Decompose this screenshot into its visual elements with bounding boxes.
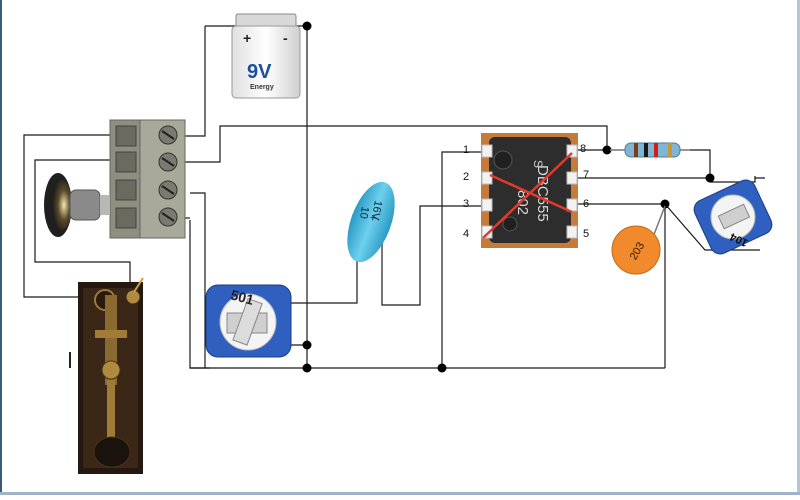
wire-pin1 bbox=[441, 151, 486, 368]
ic-pin-label: 1 bbox=[463, 144, 469, 156]
pot-left-marking: 501 bbox=[229, 286, 256, 308]
ic-cross-mark bbox=[489, 173, 573, 214]
battery-9v: + - 9V Energy bbox=[231, 13, 301, 99]
window-border-bottom bbox=[0, 492, 800, 495]
speaker bbox=[44, 173, 110, 237]
junction-dot bbox=[602, 145, 612, 155]
trimmer-pot-left: 501 bbox=[205, 284, 292, 358]
resistor bbox=[610, 142, 690, 158]
ic-pin-label: 3 bbox=[463, 198, 469, 210]
battery-brand: Energy bbox=[250, 84, 274, 91]
trimmer-pot-right: 104 bbox=[693, 179, 773, 255]
ic-pin-label: 7 bbox=[583, 169, 589, 181]
junction-dot bbox=[302, 340, 312, 350]
junction-dot bbox=[302, 363, 312, 373]
terminal-block bbox=[109, 119, 186, 239]
ic-555: S DBC555 802 1 2 3 4 5 6 7 8 bbox=[463, 133, 589, 248]
wire-battery-left bbox=[185, 26, 206, 137]
wire-terminal-ground bbox=[190, 192, 206, 368]
wire-pin3 bbox=[381, 205, 486, 306]
cap-marking-3: 16V bbox=[369, 199, 384, 221]
ic-pin-label: 4 bbox=[463, 228, 469, 240]
wire-pin7 bbox=[578, 177, 765, 183]
wire-pot-right-bottom bbox=[664, 203, 760, 251]
junction-dot bbox=[705, 173, 715, 183]
junction-dot bbox=[302, 21, 312, 31]
ic-pin-label: 2 bbox=[463, 171, 469, 183]
wire-top-rail bbox=[185, 125, 608, 163]
battery-voltage: 9V bbox=[247, 61, 272, 83]
window-border-left bbox=[0, 0, 2, 495]
ic-part-number: DBC555 bbox=[534, 165, 551, 222]
junctions bbox=[302, 21, 715, 373]
wire-resistor-pot bbox=[680, 149, 711, 180]
cap-marking-1: + bbox=[366, 213, 379, 221]
battery-minus: - bbox=[283, 30, 288, 46]
wire-pot-left-ground bbox=[189, 220, 210, 369]
ic-brand-marking: S bbox=[531, 160, 545, 168]
ceramic-capacitor: 203 bbox=[611, 205, 666, 275]
wire-speaker-1 bbox=[23, 134, 110, 298]
window-border-right bbox=[797, 0, 800, 495]
wires bbox=[23, 25, 765, 369]
ic-cross-mark bbox=[482, 152, 573, 239]
battery-plus: + bbox=[243, 30, 251, 46]
ic-pin-label: 6 bbox=[583, 198, 589, 210]
electrolytic-capacitor: + 10 16V bbox=[347, 181, 395, 270]
junction-dot bbox=[437, 363, 447, 373]
ic-pin-label: 8 bbox=[580, 143, 586, 155]
cap-marking-2: 10 bbox=[357, 205, 371, 219]
morse-key bbox=[69, 277, 144, 474]
wire-cap-pot bbox=[291, 270, 358, 304]
wire-speaker-2 bbox=[34, 159, 131, 290]
junction-dot bbox=[660, 199, 670, 209]
ic-pin-label: 5 bbox=[583, 228, 589, 240]
